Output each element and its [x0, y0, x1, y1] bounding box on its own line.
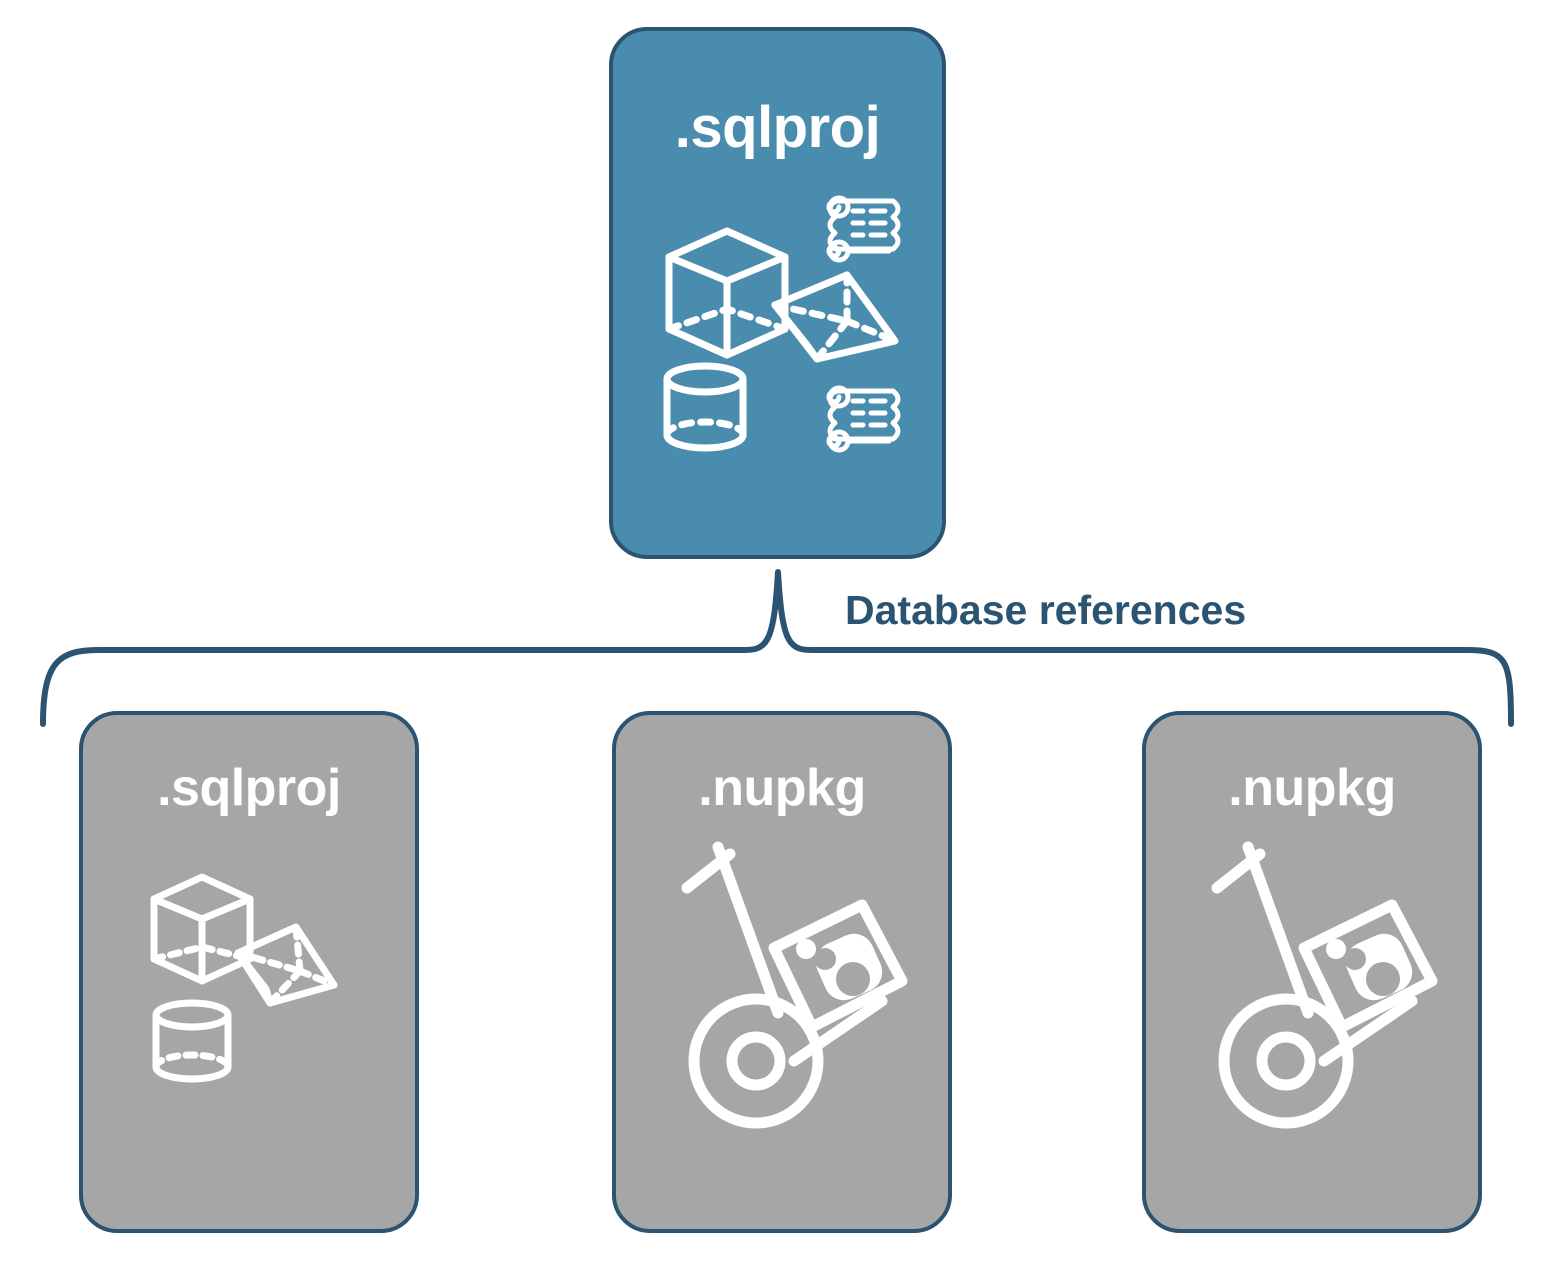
database-references-label: Database references	[845, 587, 1247, 633]
scroll-script-icon	[826, 385, 901, 453]
reference-node-artwork	[1211, 841, 1438, 1129]
scroll-script-icon	[826, 195, 901, 263]
reference-node-artwork	[681, 841, 908, 1129]
cube-wireframe-icon	[665, 227, 789, 359]
hand-truck-package-icon	[1211, 841, 1418, 1129]
pyramid-wireframe-icon	[234, 923, 338, 1007]
primary-sqlproj-node[interactable]: .sqlproj	[609, 27, 946, 559]
reference-node-label: .nupkg	[698, 759, 866, 817]
reference-node-artwork	[150, 873, 338, 1083]
package-box-icon	[768, 899, 908, 1033]
package-box-icon	[1298, 899, 1438, 1033]
primary-node-artwork	[663, 195, 901, 453]
reference-node-nupkg-2[interactable]: .nupkg	[1142, 711, 1482, 1233]
cube-wireframe-icon	[150, 873, 254, 985]
hand-truck-package-icon	[681, 841, 888, 1129]
pyramid-wireframe-icon	[771, 271, 899, 363]
cylinder-wireframe-icon	[152, 999, 232, 1083]
primary-node-label: .sqlproj	[674, 95, 881, 160]
nuget-logo-cutout	[1344, 948, 1400, 996]
nuget-logo-cutout	[814, 948, 870, 996]
reference-node-nupkg-1[interactable]: .nupkg	[612, 711, 952, 1233]
cylinder-wireframe-icon	[663, 362, 747, 452]
reference-node-label: .sqlproj	[157, 759, 341, 817]
reference-node-label: .nupkg	[1228, 759, 1396, 817]
reference-node-sqlproj[interactable]: .sqlproj	[79, 711, 419, 1233]
